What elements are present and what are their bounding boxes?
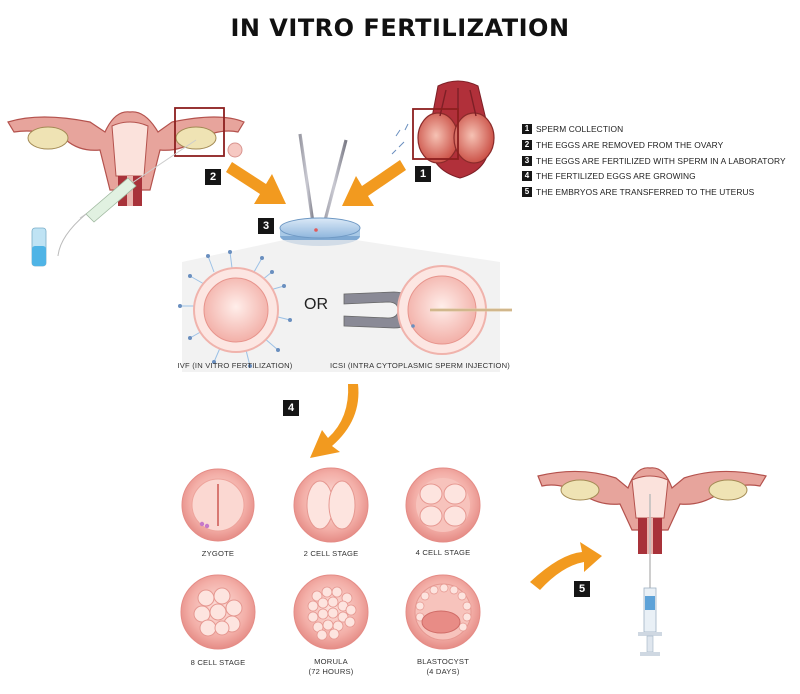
ivf-caption: IVF (IN VITRO FERTILIZATION) xyxy=(177,361,293,370)
legend-text: THE EMBRYOS ARE TRANSFERRED TO THE UTERU… xyxy=(536,187,755,198)
arrow-to-growth xyxy=(310,384,359,458)
legend-text: THE EGGS ARE REMOVED FROM THE OVARY xyxy=(536,139,724,150)
cell-2-stage xyxy=(293,467,369,543)
pipette-left xyxy=(298,133,316,231)
cell-2-label: 2 CELL STAGE xyxy=(303,549,359,558)
blastocyst-cell xyxy=(405,574,481,650)
legend-item: 1 SPERM COLLECTION xyxy=(522,121,797,137)
page-title: IN VITRO FERTILIZATION xyxy=(230,14,570,42)
legend-number: 2 xyxy=(522,139,532,150)
arrow-sperm-to-dish xyxy=(342,160,406,206)
legend-item: 2 THE EGGS ARE REMOVED FROM THE OVARY xyxy=(522,137,797,153)
egg-icon xyxy=(227,142,243,158)
step-badge-3: 3 xyxy=(258,218,274,234)
legend-number: 3 xyxy=(522,155,532,166)
legend-number: 4 xyxy=(522,171,532,182)
legend-text: SPERM COLLECTION xyxy=(536,123,624,134)
legend-item: 4 THE FERTILIZED EGGS ARE GROWING xyxy=(522,169,797,185)
blastocyst-label: BLASTOCYST (4 DAYS) xyxy=(403,657,483,677)
morula-time: (72 HOURS) xyxy=(308,667,354,676)
step-badge-4: 4 xyxy=(283,400,299,416)
uterus-transfer-illustration xyxy=(537,467,767,656)
legend-text: THE FERTILIZED EGGS ARE GROWING xyxy=(536,171,696,182)
legend-text: THE EGGS ARE FERTILIZED WITH SPERM IN A … xyxy=(536,155,786,166)
cell-8-stage xyxy=(180,574,256,650)
or-label: OR xyxy=(304,296,328,313)
legend-number: 5 xyxy=(522,187,532,198)
step-badge-5: 5 xyxy=(574,581,590,597)
cell-8-label: 8 CELL STAGE xyxy=(190,658,246,667)
testis-illustration xyxy=(391,80,495,179)
cell-4-label: 4 CELL STAGE xyxy=(415,548,471,557)
icsi-egg xyxy=(343,265,512,355)
arrow-to-transfer xyxy=(530,542,602,590)
legend: 1 SPERM COLLECTION 2 THE EGGS ARE REMOVE… xyxy=(522,121,797,200)
blastocyst-time: (4 DAYS) xyxy=(426,667,460,676)
morula-cell xyxy=(293,574,369,650)
pipette-right xyxy=(320,139,348,233)
legend-number: 1 xyxy=(522,123,532,134)
zygote-cell xyxy=(181,468,255,542)
icsi-caption: ICSI (INTRA CYTOPLASMIC SPERM INJECTION) xyxy=(329,361,510,370)
legend-item: 5 THE EMBRYOS ARE TRANSFERRED TO THE UTE… xyxy=(522,185,797,201)
cell-4-stage xyxy=(405,467,481,543)
step-badge-2: 2 xyxy=(205,169,221,185)
zygote-label: ZYGOTE xyxy=(201,549,235,558)
morula-label: MORULA (72 HOURS) xyxy=(291,657,371,677)
arrow-eggs-to-dish xyxy=(226,162,286,204)
morula-name: MORULA xyxy=(314,657,348,666)
ivf-egg xyxy=(178,250,292,368)
uterus-retrieval-illustration xyxy=(7,107,245,267)
step-badge-1: 1 xyxy=(415,166,431,182)
legend-item: 3 THE EGGS ARE FERTILIZED WITH SPERM IN … xyxy=(522,153,797,169)
blastocyst-name: BLASTOCYST xyxy=(416,657,470,666)
